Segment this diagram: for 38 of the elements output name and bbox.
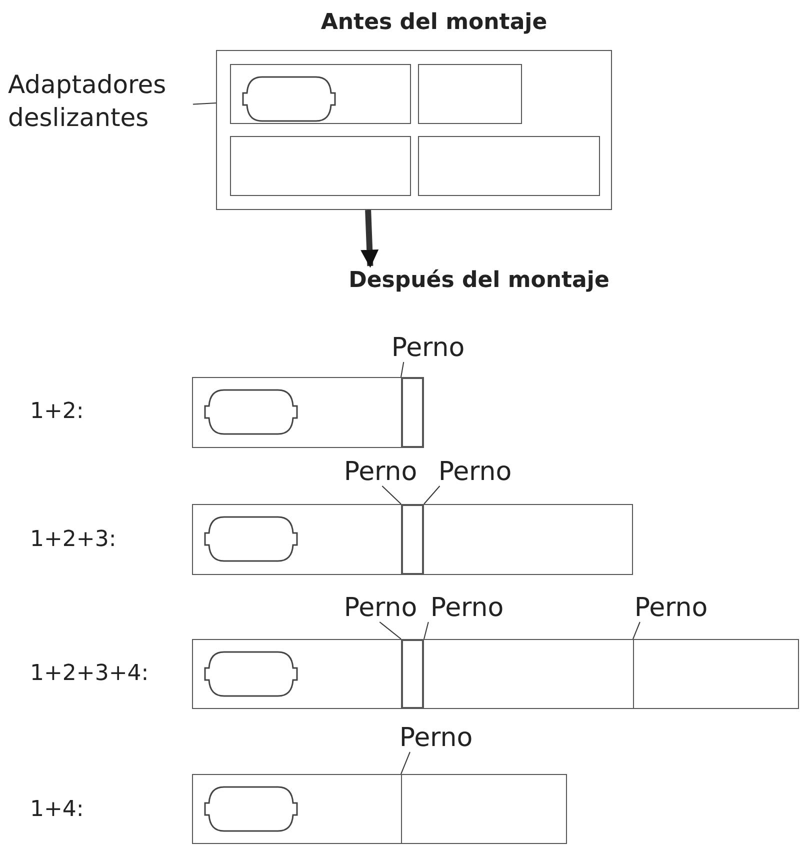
leader-line: [424, 486, 440, 504]
leader-line: [382, 486, 402, 504]
row-label: 1+2+3:: [30, 526, 118, 554]
adapter-plate: [230, 64, 411, 124]
row-label: 1+4:: [30, 796, 85, 824]
adapter-plate: [633, 639, 799, 709]
leader-line: [379, 622, 402, 640]
adapter-plate: [192, 639, 402, 709]
adapter-plate: [423, 504, 633, 575]
leader-line: [400, 752, 410, 774]
adapter-plate: [192, 504, 402, 575]
adapter-plate: [192, 774, 402, 844]
part-label: Perno: [425, 594, 509, 622]
section-heading: Antes del montaje: [320, 9, 548, 37]
leader-line: [192, 102, 216, 105]
bolt-segment: [401, 504, 424, 575]
leader-line: [424, 622, 429, 640]
adapter-plate: [230, 136, 411, 196]
adapter-plate: [418, 136, 600, 196]
part-label: Perno: [629, 594, 713, 622]
row-label: 1+2:: [30, 398, 85, 426]
adapter-plate: [423, 639, 634, 709]
part-label: Perno: [339, 594, 422, 622]
section-heading: Después del montaje: [309, 266, 649, 302]
adapter-plate: [418, 64, 522, 124]
leader-line: [632, 622, 640, 640]
row-label: 1+2+3+4:: [30, 660, 150, 688]
part-label: Perno: [339, 458, 422, 486]
callout-text: Adaptadores deslizantes: [8, 68, 193, 134]
bolt-segment: [401, 639, 424, 709]
adapter-plate: [192, 377, 402, 448]
arrow: [360, 210, 379, 268]
adapter-plate: [401, 774, 567, 844]
part-label: Perno: [394, 724, 478, 752]
leader-line: [400, 362, 404, 378]
part-label: Perno: [386, 334, 470, 362]
part-label: Perno: [433, 458, 517, 486]
bolt-segment: [401, 377, 424, 448]
